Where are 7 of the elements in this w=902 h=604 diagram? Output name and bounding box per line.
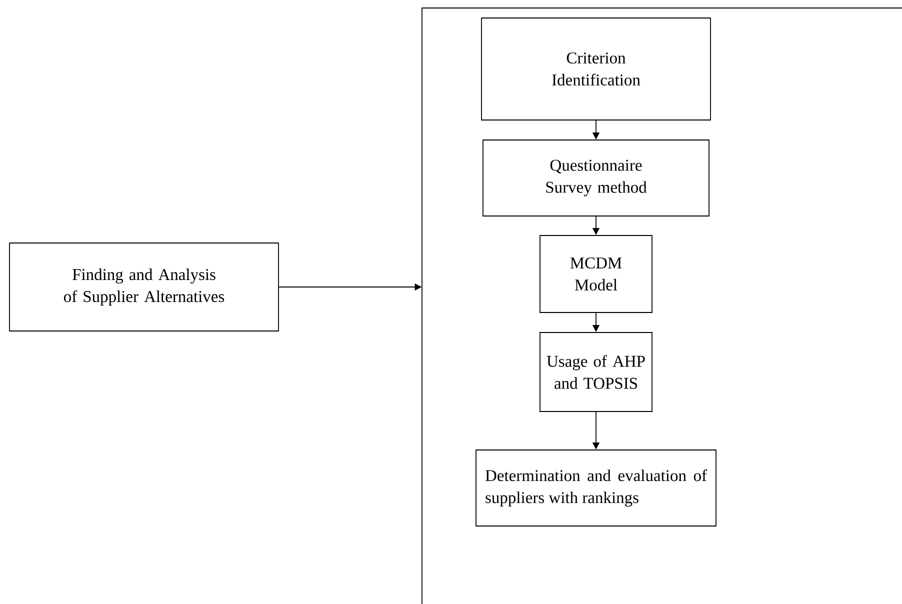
process-box: Determination and evaluation of suppliers with rankings xyxy=(476,450,716,526)
process-box: MCDM Model xyxy=(540,235,652,313)
process-box: Usage of AHP and TOPSIS xyxy=(540,332,652,412)
process-box: Criterion Identification xyxy=(481,18,711,120)
frame xyxy=(422,8,902,604)
process-box: Questionnaire Survey method xyxy=(482,140,710,216)
process-box: Finding and Analysis of Supplier Alternatives xyxy=(9,242,279,332)
